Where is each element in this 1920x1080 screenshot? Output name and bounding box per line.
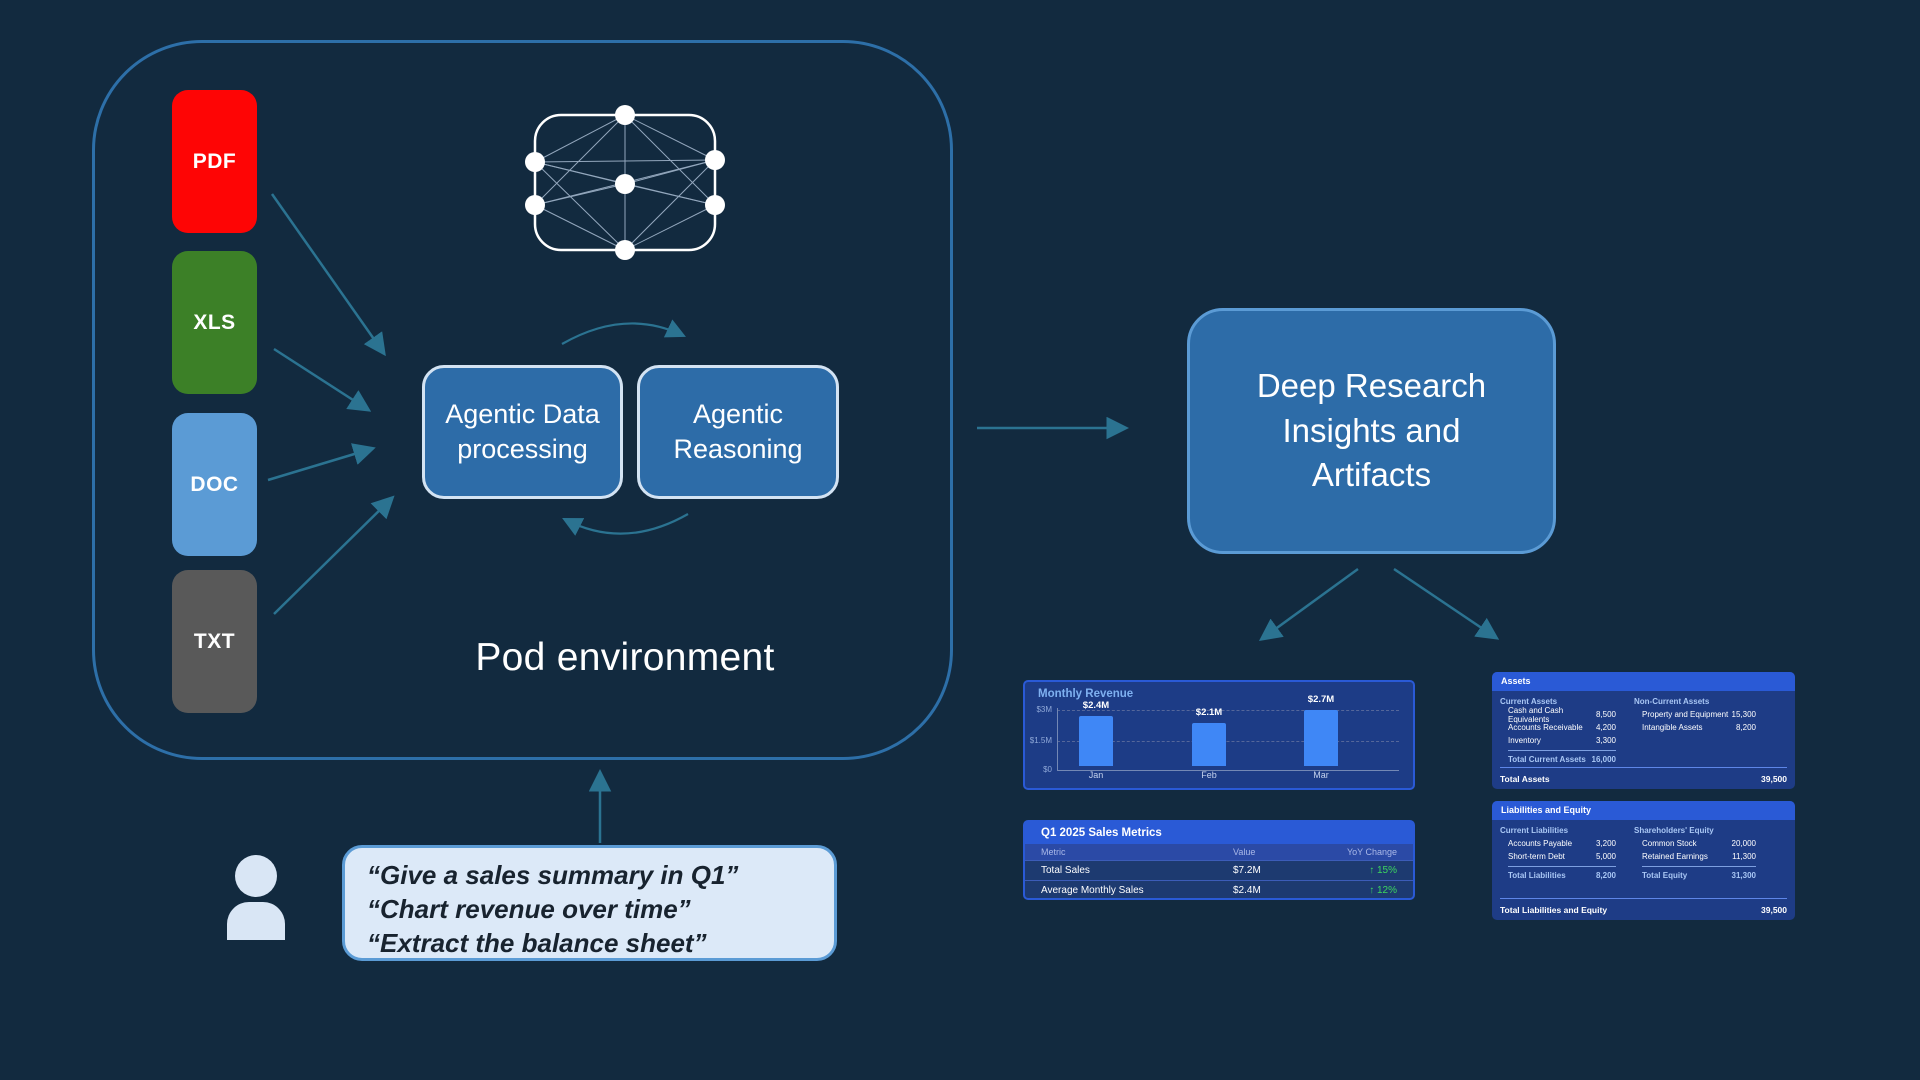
txt-file-box: TXT bbox=[172, 570, 257, 713]
current-assets-column: Current Assets Cash and Cash Equivalents… bbox=[1500, 695, 1616, 766]
section-heading: Current Assets bbox=[1500, 697, 1558, 706]
assets-panel-title: Assets bbox=[1492, 672, 1795, 691]
non-current-assets-column: Non-Current Assets Property and Equipmen… bbox=[1634, 695, 1756, 734]
line-item: Retained Earnings 11,300 bbox=[1642, 852, 1756, 861]
deep-research-output-label: Deep Research Insights and Artifacts bbox=[1256, 367, 1487, 494]
bar-category-jan: Jan bbox=[1088, 770, 1104, 780]
line-item: Accounts Receivable 4,200 bbox=[1508, 723, 1616, 732]
arrow-output-to-chart bbox=[1258, 567, 1359, 641]
line-item: Accounts Payable 3,200 bbox=[1508, 839, 1616, 848]
pdf-file-label: PDF bbox=[192, 149, 237, 173]
metric-cell: Average Monthly Sales bbox=[1041, 885, 1144, 896]
user-prompt-2: “Chart revenue over time” bbox=[367, 894, 691, 924]
chart-x-axis bbox=[1057, 770, 1399, 771]
bar-value-feb: $2.1M bbox=[1195, 707, 1223, 718]
assets-panel: Assets Current Assets Cash and Cash Equi… bbox=[1492, 672, 1795, 789]
metric-cell: Total Sales bbox=[1041, 865, 1090, 876]
doc-file-label: DOC bbox=[190, 472, 239, 496]
neural-network-icon bbox=[525, 105, 725, 260]
user-prompt-3: “Extract the balance sheet” bbox=[367, 928, 707, 958]
line-item: Cash and Cash Equivalents 8,500 bbox=[1508, 705, 1616, 724]
agentic-reasoning-box: Agentic Reasoning bbox=[637, 365, 839, 499]
user-prompt-1: “Give a sales summary in Q1” bbox=[367, 860, 739, 890]
monthly-revenue-chart: Monthly Revenue $3M $1.5M $0 $2.4M Jan $… bbox=[1023, 680, 1415, 790]
line-item: Intangible Assets 8,200 bbox=[1642, 723, 1756, 732]
value-cell: $7.2M bbox=[1233, 865, 1261, 876]
liabilities-panel-title: Liabilities and Equity bbox=[1492, 801, 1795, 820]
value-cell: $2.4M bbox=[1233, 885, 1261, 896]
agentic-data-processing-box: Agentic Data processing bbox=[422, 365, 623, 499]
bar-rect-jan bbox=[1079, 716, 1113, 766]
user-icon-head bbox=[235, 855, 277, 897]
y-tick-1-5m: $1.5M bbox=[1029, 736, 1052, 745]
bar-rect-mar bbox=[1304, 710, 1338, 766]
bar-category-feb: Feb bbox=[1201, 770, 1217, 780]
table-row: Average Monthly Sales $2.4M ↑ 12% bbox=[1025, 880, 1413, 900]
line-item: Property and Equipment 15,300 bbox=[1642, 710, 1756, 719]
line-item: Common Stock 20,000 bbox=[1642, 839, 1756, 848]
section-heading: Non-Current Assets bbox=[1634, 697, 1710, 706]
pod-environment-container bbox=[92, 40, 953, 760]
total-liabilities-equity-row: Total Liabilities and Equity 39,500 bbox=[1500, 898, 1787, 915]
line-item: Inventory 3,300 bbox=[1508, 736, 1616, 745]
gridline-1-5m bbox=[1057, 741, 1399, 742]
current-liabilities-column: Current Liabilities Accounts Payable 3,2… bbox=[1500, 824, 1616, 882]
subtotal-divider bbox=[1508, 750, 1616, 751]
chart-title: Monthly Revenue bbox=[1038, 688, 1134, 700]
xls-file-box: XLS bbox=[172, 251, 257, 394]
user-icon bbox=[227, 855, 285, 945]
table-row: Total Sales $7.2M ↑ 15% bbox=[1025, 860, 1413, 880]
xls-file-label: XLS bbox=[193, 310, 236, 334]
arrow-output-to-balance-sheet bbox=[1393, 567, 1500, 640]
subtotal-row: Total Current Assets 16,000 bbox=[1508, 755, 1616, 764]
subtotal-divider bbox=[1508, 866, 1616, 867]
column-header-yoy: YoY Change bbox=[1346, 847, 1397, 857]
column-header-metric: Metric bbox=[1041, 847, 1066, 857]
pdf-file-box: PDF bbox=[172, 90, 257, 233]
chart-y-axis bbox=[1057, 708, 1058, 770]
y-tick-0: $0 bbox=[1043, 765, 1052, 774]
bar-value-mar: $2.7M bbox=[1307, 694, 1335, 705]
txt-file-label: TXT bbox=[193, 629, 236, 653]
shareholders-equity-column: Shareholders' Equity Common Stock 20,000… bbox=[1634, 824, 1756, 882]
column-header-value: Value bbox=[1233, 847, 1256, 857]
user-icon-body bbox=[227, 902, 285, 940]
bar-rect-feb bbox=[1192, 723, 1226, 766]
line-item: Short-term Debt 5,000 bbox=[1508, 852, 1616, 861]
pod-environment-label: Pod environment bbox=[475, 636, 775, 679]
y-tick-3m: $3M bbox=[1036, 705, 1052, 714]
agentic-reasoning-label: Agentic Reasoning bbox=[673, 399, 803, 464]
subtotal-divider bbox=[1642, 866, 1756, 867]
sales-table-title: Q1 2025 Sales Metrics bbox=[1025, 822, 1413, 844]
gridline-3m bbox=[1057, 710, 1399, 711]
user-prompts-bubble: “Give a sales summary in Q1” “Chart reve… bbox=[342, 845, 837, 961]
sales-table-header-row: Metric Value YoY Change bbox=[1025, 844, 1413, 860]
deep-research-output-box: Deep Research Insights and Artifacts bbox=[1187, 308, 1556, 554]
subtotal-row: Total Equity 31,300 bbox=[1642, 871, 1756, 880]
bar-value-jan: $2.4M bbox=[1082, 700, 1110, 711]
section-heading: Shareholders' Equity bbox=[1634, 826, 1714, 835]
sales-metrics-table: Q1 2025 Sales Metrics Metric Value YoY C… bbox=[1023, 820, 1415, 900]
bar-category-mar: Mar bbox=[1313, 770, 1329, 780]
subtotal-row: Total Liabilities 8,200 bbox=[1508, 871, 1616, 880]
liabilities-equity-panel: Liabilities and Equity Current Liabiliti… bbox=[1492, 801, 1795, 920]
section-heading: Current Liabilities bbox=[1500, 826, 1569, 835]
doc-file-box: DOC bbox=[172, 413, 257, 556]
total-assets-row: Total Assets 39,500 bbox=[1500, 767, 1787, 784]
yoy-cell: ↑ 12% bbox=[1369, 885, 1397, 896]
agentic-data-processing-label: Agentic Data processing bbox=[445, 399, 600, 464]
yoy-cell: ↑ 15% bbox=[1369, 865, 1397, 876]
